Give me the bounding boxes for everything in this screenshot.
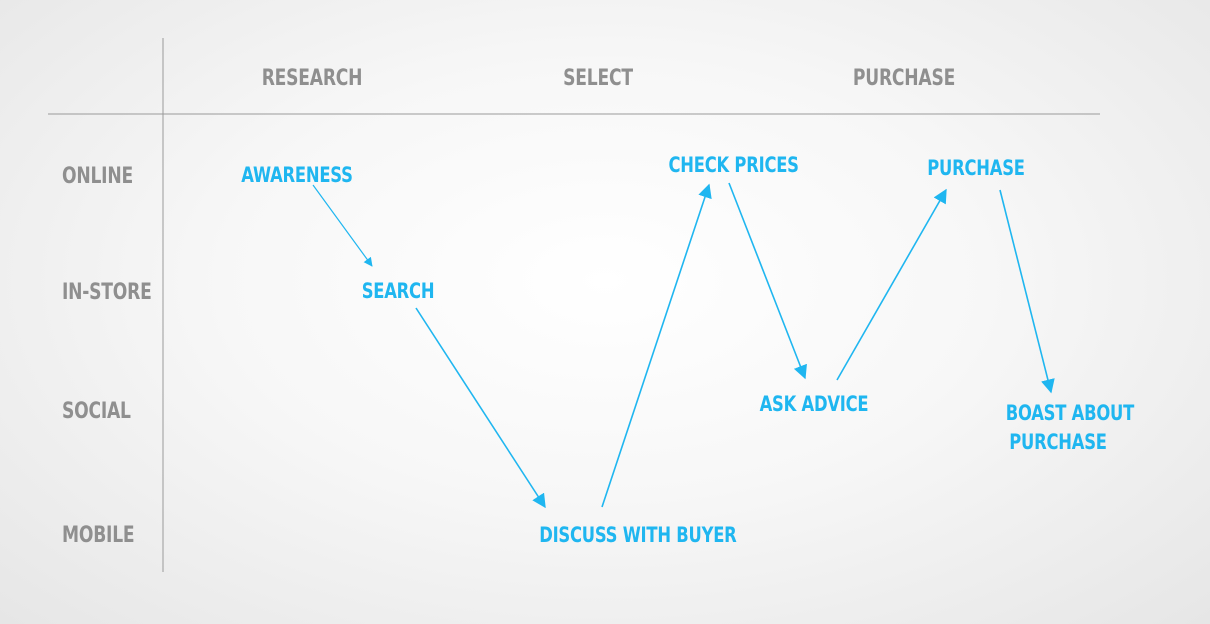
row-header-social: SOCIAL — [62, 399, 131, 424]
node-discuss-with-buyer: DISCUSS WITH BUYER — [539, 523, 737, 547]
arrow-purchase-to-boast — [999, 189, 1055, 394]
row-header-mobile: MOBILE — [62, 523, 135, 548]
arrow-check-prices-to-ask-advice — [728, 182, 807, 380]
column-header-purchase: PURCHASE — [852, 66, 956, 91]
column-header-research: RESEARCH — [261, 66, 363, 91]
node-boast-about-purchase-line1: BOAST ABOUT — [1005, 401, 1135, 425]
column-header-select: SELECT — [563, 66, 633, 91]
arrow-ask-advice-to-purchase — [836, 188, 947, 381]
arrow-awareness-to-search — [312, 184, 373, 267]
row-header-online: ONLINE — [62, 164, 133, 189]
node-purchase: PURCHASE — [927, 156, 1025, 180]
node-awareness: AWARENESS — [241, 163, 353, 187]
arrow-discuss-to-check-prices — [601, 183, 712, 508]
node-ask-advice: ASK ADVICE — [759, 392, 869, 416]
arrow-search-to-discuss — [415, 307, 546, 509]
row-header-in-store: IN-STORE — [62, 280, 152, 305]
node-check-prices: CHECK PRICES — [668, 153, 799, 177]
node-search: SEARCH — [361, 279, 435, 303]
node-boast-about-purchase-line2: PURCHASE — [1009, 430, 1107, 454]
